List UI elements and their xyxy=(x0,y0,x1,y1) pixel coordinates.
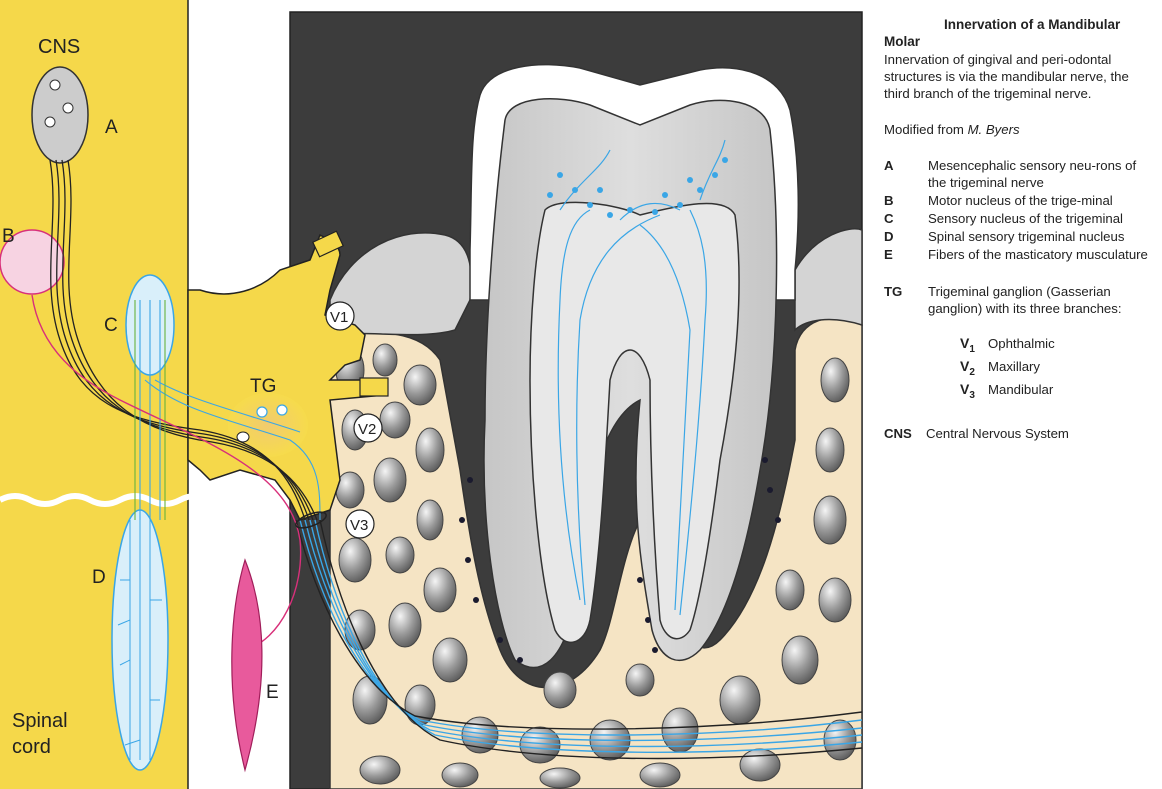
key-letter: B xyxy=(884,192,928,209)
key-item-e: E Fibers of the masticatory musculature xyxy=(884,246,1156,263)
label-cord: cord xyxy=(12,736,51,758)
key-text: Fibers of the masticatory musculature xyxy=(928,246,1156,263)
key-text: Sensory nucleus of the trigeminal xyxy=(928,210,1156,227)
branch-symbol: V2 xyxy=(960,358,988,381)
key-letter: E xyxy=(884,246,928,263)
label-v1: V1 xyxy=(330,309,348,326)
branch-symbol: V3 xyxy=(960,381,988,404)
key-item-b: B Motor nucleus of the trige-minal xyxy=(884,192,1156,209)
ganglion-glow xyxy=(228,393,308,457)
credit-prefix: Modified from xyxy=(884,122,964,137)
key-item-d: D Spinal sensory trigeminal nucleus xyxy=(884,228,1156,245)
key-text: Motor nucleus of the trige-minal xyxy=(928,192,1156,209)
legend-description: Innervation of gingival and peri-odontal… xyxy=(884,51,1156,102)
key-item-a: A Mesencephalic sensory neu-rons of the … xyxy=(884,157,1156,191)
ganglion-cell xyxy=(237,432,249,442)
innervation-diagram: CNS A B C D E TG V1 V2 V3 Spinal cord xyxy=(0,0,880,789)
key-text: Central Nervous System xyxy=(926,425,1069,442)
credit-name: M. Byers xyxy=(968,122,1020,137)
label-tg: TG xyxy=(250,376,276,397)
legend-title-line2: Molar xyxy=(884,33,1156,50)
key-letter: CNS xyxy=(884,425,926,442)
key-item-tg: TG Trigeminal ganglion (Gasserian gangli… xyxy=(884,283,1156,317)
key-letter: A xyxy=(884,157,928,191)
branch-text: Maxillary xyxy=(988,358,1040,381)
legend-credit: Modified from M. Byers xyxy=(884,121,1156,138)
branch-v2-stub xyxy=(360,378,388,396)
label-spinal: Spinal xyxy=(12,710,68,732)
key-letter: C xyxy=(884,210,928,227)
nucleus-a xyxy=(32,67,88,163)
label-cns: CNS xyxy=(38,36,80,58)
branch-symbol: V1 xyxy=(960,335,988,358)
label-v3: V3 xyxy=(350,517,368,534)
key-text: Trigeminal ganglion (Gasserian ganglion)… xyxy=(928,283,1156,317)
label-d: D xyxy=(92,567,106,588)
branch-item-v3: V3 Mandibular xyxy=(960,381,1156,404)
label-e: E xyxy=(266,682,279,703)
key-item-cns: CNS Central Nervous System xyxy=(884,425,1156,442)
label-a: A xyxy=(105,117,118,138)
key-letter: D xyxy=(884,228,928,245)
branch-text: Mandibular xyxy=(988,381,1053,404)
label-b: B xyxy=(2,226,15,247)
branch-list: V1 Ophthalmic V2 Maxillary V3 Mandibular xyxy=(960,335,1156,403)
branch-item-v2: V2 Maxillary xyxy=(960,358,1156,381)
muscle-e xyxy=(232,560,262,770)
branch-item-v1: V1 Ophthalmic xyxy=(960,335,1156,358)
branch-text: Ophthalmic xyxy=(988,335,1055,358)
key-text: Spinal sensory trigeminal nucleus xyxy=(928,228,1156,245)
key-text: Mesencephalic sensory neu-rons of the tr… xyxy=(928,157,1156,191)
legend-panel: Innervation of a Mandibular Molar Innerv… xyxy=(884,16,1156,442)
label-v2: V2 xyxy=(358,421,376,438)
legend-title: Innervation of a Mandibular Molar xyxy=(884,16,1156,50)
key-item-c: C Sensory nucleus of the trigeminal xyxy=(884,210,1156,227)
legend-title-line1: Innervation of a Mandibular xyxy=(884,16,1156,33)
label-c: C xyxy=(104,315,118,336)
key-letter: TG xyxy=(884,283,928,317)
